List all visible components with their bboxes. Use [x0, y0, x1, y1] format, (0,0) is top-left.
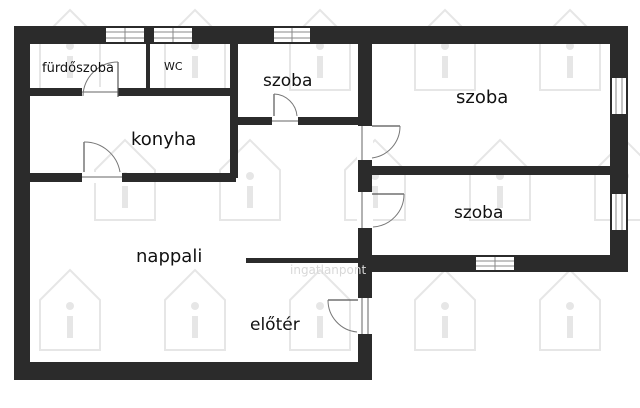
windows [106, 28, 626, 270]
door-right-top-room [357, 125, 401, 160]
room-label-konyha: konyha [131, 129, 196, 150]
window-top-small-room [274, 28, 310, 42]
wall-kitchen-bottom [30, 173, 236, 182]
house-info-icon [539, 8, 601, 91]
wall-bath-wc-divider [146, 44, 150, 88]
window-right-top [612, 78, 626, 114]
room-label-szoba-top-right: szoba [456, 87, 508, 108]
house-info-icon [164, 8, 226, 91]
wall-living-partition [246, 258, 358, 263]
wall-outer-bottom [14, 362, 372, 380]
window-top-bath [106, 28, 144, 42]
room-label-eloter: előtér [250, 315, 300, 335]
door-small-room [272, 93, 298, 126]
house-info-icon [344, 138, 406, 221]
door-right-mid-room [357, 192, 405, 228]
window-right-mid [612, 194, 626, 230]
room-labels: fürdőszoba WC szoba szoba konyha szoba n… [42, 60, 508, 335]
wall-small-room-left [230, 44, 238, 178]
wall-bath-bottom [30, 88, 234, 96]
house-info-icon [39, 268, 101, 351]
wall-outer-left [14, 26, 30, 380]
house-info-icon [219, 138, 281, 221]
room-label-szoba-small: szoba [263, 71, 312, 91]
room-label-furdoszoba: fürdőszoba [42, 61, 114, 76]
window-bottom-right-wing [476, 257, 514, 270]
door-bath [82, 61, 119, 97]
window-top-wc [154, 28, 192, 42]
room-label-nappali: nappali [136, 246, 202, 267]
house-info-icon [289, 268, 351, 351]
wall-outer-top-left [14, 26, 376, 44]
room-label-wc: WC [164, 60, 183, 73]
wall-outer-right [610, 26, 628, 272]
house-info-icon [164, 268, 226, 351]
watermark-text: ingatlanpont [290, 263, 366, 277]
doors [82, 61, 405, 334]
door-entrance [327, 298, 373, 334]
door-kitchen [82, 141, 122, 183]
house-info-icon [539, 268, 601, 351]
house-info-icon [39, 8, 101, 91]
house-info-icon [414, 268, 476, 351]
room-label-szoba-mid-right: szoba [454, 203, 503, 223]
wall-outer-top-right [358, 26, 628, 44]
wall-right-rooms-divider [372, 166, 610, 175]
house-info-icon [414, 8, 476, 91]
